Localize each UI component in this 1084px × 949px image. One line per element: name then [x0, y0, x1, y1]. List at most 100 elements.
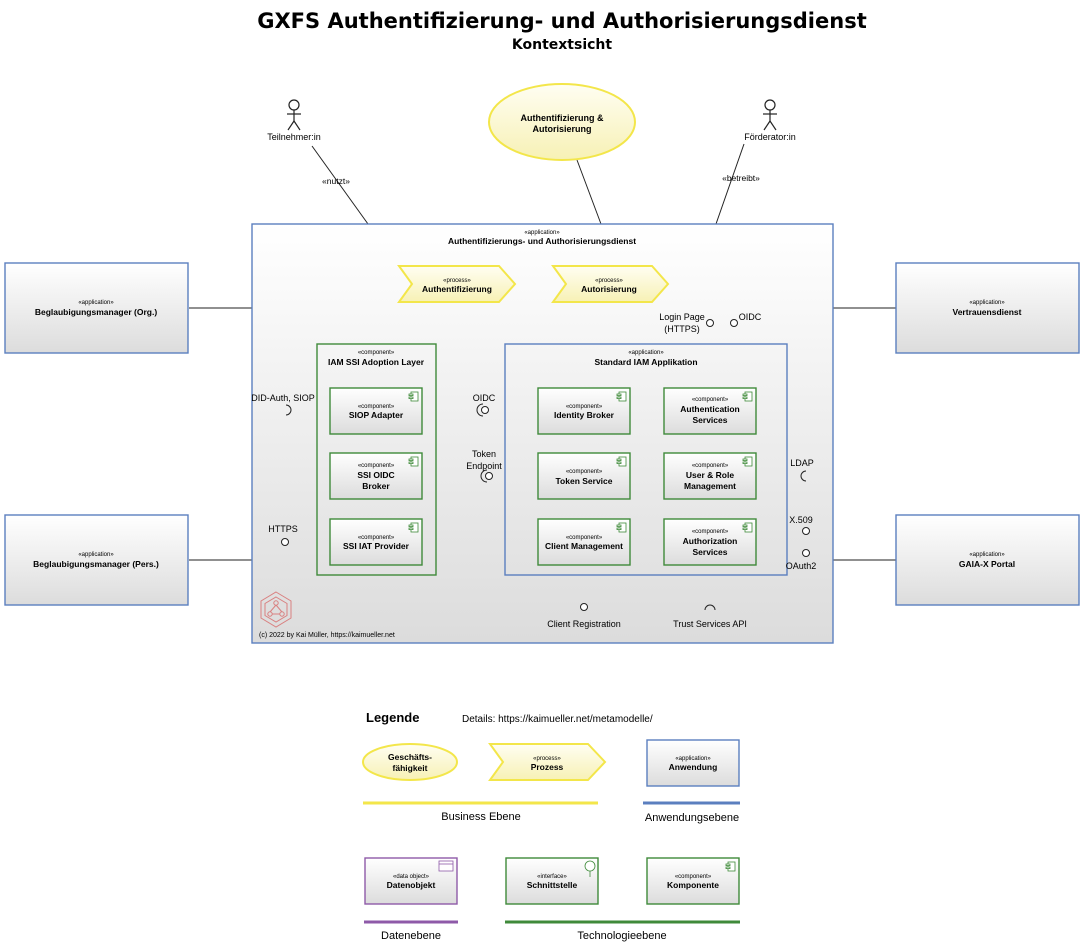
legend-interface-label: Schnittstelle [527, 880, 578, 890]
component-stereotype: «component» [566, 535, 603, 541]
authorization-services-label-1: Authorization [683, 536, 738, 546]
app-cert-manager-org-label: Beglaubigungsmanager (Org.) [35, 307, 157, 317]
legend-data-level: Datenebene [381, 930, 441, 942]
legend-process-stereotype: «process» [533, 756, 561, 762]
process-stereotype: «process» [443, 278, 471, 284]
x509-label: X.509 [789, 515, 813, 525]
actor-participant [287, 99, 301, 131]
legend-interface [505, 857, 599, 905]
component-icon [408, 391, 419, 402]
interface-symbols [281, 319, 810, 611]
legend-application-level: Anwendungsebene [645, 812, 739, 824]
capability-label-line1: Authentifizierung & [521, 113, 604, 123]
authentication-services-label-1: Authentication [680, 404, 740, 414]
oidc-label: OIDC [473, 393, 496, 403]
capability-ellipse [488, 83, 636, 161]
copyright-label: (c) 2022 by Kai Müller, https://kaimuell… [259, 632, 395, 639]
legend-process-label: Prozess [531, 762, 564, 772]
user-role-label-1: User & Role [686, 470, 734, 480]
component-icon [616, 522, 627, 533]
legend-process [488, 743, 607, 781]
ldap-label: LDAP [790, 458, 814, 468]
component-stereotype: «component» [358, 535, 395, 541]
token-endpoint-label-1: Token [472, 449, 496, 459]
component-icon [408, 456, 419, 467]
component-icon [616, 391, 627, 402]
legend-business-level: Business Ebene [441, 811, 521, 823]
authorization-services-label-2: Services [693, 547, 728, 557]
component-stereotype: «component» [566, 469, 603, 475]
ssi-oidc-broker-label-2: Broker [362, 481, 390, 491]
app-gaiax-portal-label: GAIA-X Portal [959, 559, 1015, 569]
component-icon [742, 391, 753, 402]
component-stereotype: «component» [358, 404, 395, 410]
adoption-layer-stereotype: «component» [358, 350, 395, 356]
capability-label-line2: Autorisierung [532, 124, 591, 134]
data-object-icon [438, 860, 454, 872]
token-lollipop [485, 472, 493, 480]
component-siop-adapter [329, 387, 423, 435]
legend-component-stereotype: «component» [675, 874, 712, 880]
actor-sponsor [763, 99, 777, 131]
app-cert-manager-org [4, 262, 189, 354]
legend-component-label: Komponente [667, 880, 719, 890]
legend-tech-level: Technologieebene [577, 930, 666, 942]
token-endpoint-label-2: Endpoint [466, 461, 502, 471]
x509-lollipop [802, 527, 810, 535]
legend-capability-label-1: Geschäfts- [388, 752, 432, 762]
identity-broker-label: Identity Broker [554, 410, 615, 420]
user-role-label-2: Management [684, 481, 736, 491]
component-stereotype: «component» [566, 404, 603, 410]
component-client-management [537, 518, 631, 566]
app-trust-service-label: Vertrauensdienst [953, 307, 1022, 317]
legend-data-object-stereotype: «data object» [393, 874, 430, 880]
process-authorization-label: Autorisierung [581, 284, 637, 294]
login-page-label-1: Login Page [659, 312, 705, 322]
component-token-service [537, 452, 631, 500]
component-icon [742, 456, 753, 467]
app-trust-service [895, 262, 1080, 354]
app-stereotype: «application» [78, 300, 114, 306]
ssi-iat-provider-label: SSI IAT Provider [343, 541, 410, 551]
adoption-layer-box [316, 343, 437, 576]
oidc-top-label: OIDC [739, 312, 762, 322]
main-app-stereotype: «application» [524, 230, 560, 236]
page-title: GXFS Authentifizierung- und Authorisieru… [257, 9, 866, 33]
legend-capability [362, 743, 458, 781]
oidc-lollipop [481, 406, 489, 414]
adoption-layer-name: IAM SSI Adoption Layer [328, 357, 425, 367]
app-cert-manager-pers [4, 514, 189, 606]
component-icon [725, 861, 736, 872]
legend-capability-label-2: fähigkeit [393, 763, 428, 773]
client-registration-lollipop [580, 603, 588, 611]
authentication-services-label-2: Services [693, 415, 728, 425]
ldap-socket [800, 470, 807, 482]
https-label: HTTPS [268, 524, 298, 534]
legend-data-object-label: Datenobjekt [387, 880, 436, 890]
iam-application-box [504, 343, 788, 576]
legend-application [646, 739, 740, 787]
token-socket [480, 469, 488, 483]
legend-details: Details: https://kaimueller.net/metamode… [462, 714, 653, 725]
app-gaiax-portal [895, 514, 1080, 606]
actor-sponsor-label: Förderator:in [744, 132, 796, 142]
did-auth-socket [285, 404, 292, 416]
interface-icon [584, 860, 596, 877]
operates-relation-label: «betreibt» [722, 173, 760, 183]
legend-title: Legende [366, 710, 419, 725]
component-ssi-iat-provider [329, 518, 423, 566]
https-lollipop [281, 538, 289, 546]
legend-component [646, 857, 740, 905]
trust-services-api-label: Trust Services API [673, 619, 747, 629]
oidc-socket [476, 403, 484, 417]
iam-app-stereotype: «application» [628, 350, 664, 356]
main-app-name: Authentifizierungs- und Authorisierungsd… [448, 236, 636, 246]
legend-data-object [364, 857, 458, 905]
component-user-role-management [663, 452, 757, 500]
component-ssi-oidc-broker [329, 452, 423, 500]
component-icon [408, 522, 419, 533]
component-authentication-services [663, 387, 757, 435]
did-auth-label: DID-Auth, SIOP [251, 393, 315, 403]
process-stereotype: «process» [595, 278, 623, 284]
